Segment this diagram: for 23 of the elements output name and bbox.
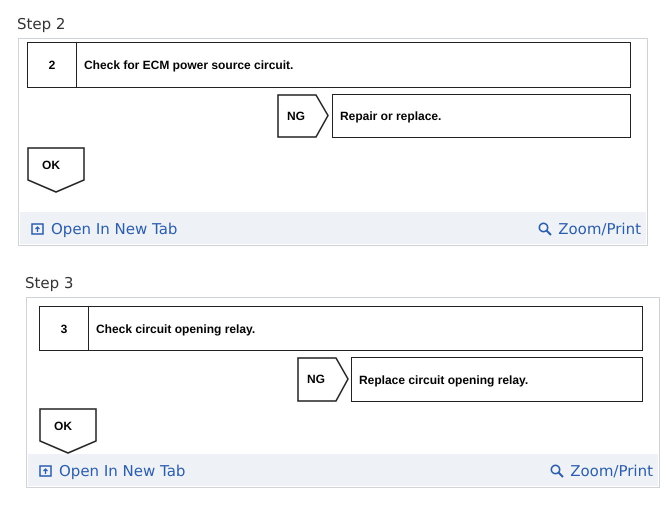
right-pointing-tag [277,94,329,138]
action-instruction: Replace circuit opening relay. [358,372,528,386]
step-number-cell: 3 [40,307,89,350]
action-box [351,357,643,402]
action-box [332,94,631,138]
step-box [27,42,631,88]
zoom-print-link: Zoom/Print [550,462,653,480]
step-instruction: Check for ECM power source circuit. [83,58,294,72]
down-pointing-tag [27,147,85,193]
ok-label: OK [54,419,72,433]
step-heading: Step 3 [25,274,74,292]
step-heading: Step 2 [17,15,66,33]
zoom-print-link: Zoom/Print [538,220,641,238]
right-pointing-tag [297,357,349,402]
ok-label: OK [42,158,60,172]
step-number-cell: 2 [28,43,77,87]
open-in-new-tab-link: Open In New Tab [39,462,186,480]
ng-label: NG [287,109,305,123]
step-instruction: Check circuit opening relay. [95,322,256,336]
open-in-new-tab-link: Open In New Tab [31,220,178,238]
step-box [39,306,643,351]
action-instruction: Repair or replace. [339,109,442,123]
ng-label: NG [307,372,325,386]
